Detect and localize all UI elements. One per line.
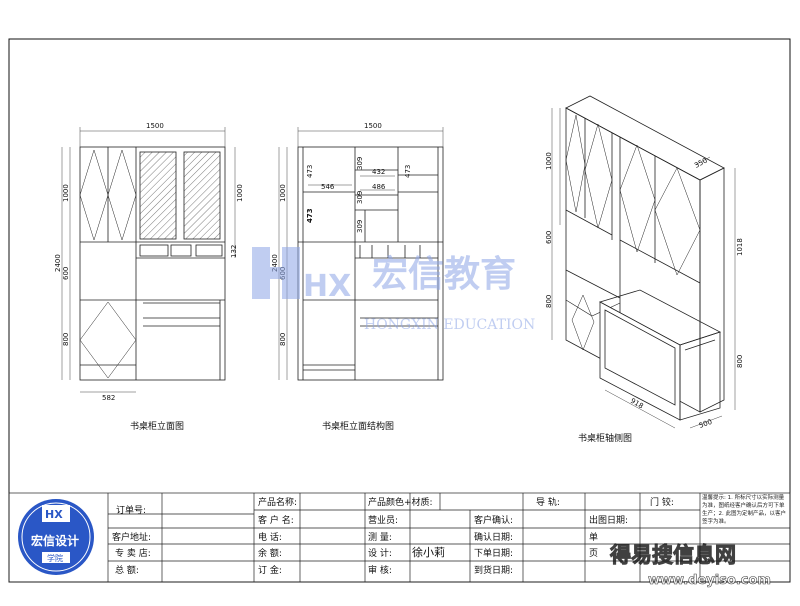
tb-customer-name: 客 户 名: — [258, 514, 294, 526]
structure-dim-f: 486 — [372, 183, 386, 191]
tb-customer-confirm: 客户确认: — [474, 514, 513, 526]
front-dimensions — [61, 127, 236, 393]
tb-order-date: 下单日期: — [474, 547, 513, 559]
tb-confirm-date: 确认日期: — [474, 531, 513, 543]
tb-guide: 导 轨: — [536, 496, 560, 508]
tb-phone: 电 话: — [258, 531, 282, 543]
structure-dim-d: 473 — [404, 165, 412, 178]
title-block-grid — [8, 492, 791, 583]
isometric-view — [565, 95, 725, 421]
iso-desk-depth-label: 500 — [698, 418, 713, 430]
tb-page: 页 — [589, 548, 598, 559]
tb-salesperson: 营业员: — [368, 514, 398, 526]
structure-dim-e: 546 — [321, 183, 335, 191]
svg-text:宏信教育: 宏信教育 — [372, 254, 516, 295]
tb-total: 总 额: — [115, 564, 139, 576]
structure-width-label: 1500 — [364, 122, 382, 130]
iso-low-height-label: 800 — [545, 295, 553, 308]
front-bottom-label: 582 — [102, 394, 115, 402]
front-right-height-label: 1000 — [236, 184, 244, 202]
iso-side-height-label: 1018 — [736, 238, 744, 256]
tb-notes: 温馨提示: 1. 所标尺寸以实际测量为准，图纸经客户确认后方可下单生产；2. 此… — [702, 495, 786, 525]
structure-total-height-label: 2400 — [271, 254, 279, 272]
structure-dim-c: 432 — [372, 168, 385, 176]
tb-hinge: 门 铰: — [650, 496, 674, 508]
tb-order-no: 订单号: — [116, 504, 146, 516]
svg-text:宏信设计: 宏信设计 — [31, 533, 79, 548]
front-upper-height-label: 1000 — [62, 184, 70, 202]
tb-design: 设 计: — [368, 547, 392, 559]
structure-dim-g: 309 — [356, 191, 364, 204]
tb-deposit: 订 金: — [258, 564, 282, 576]
tb-store: 专 卖 店: — [115, 547, 151, 559]
svg-text:得易搜信息网: 得易搜信息网 — [609, 543, 736, 567]
svg-text:HX: HX — [303, 269, 351, 304]
structure-dim-i: 309 — [356, 220, 364, 233]
tb-arrival-date: 到货日期: — [474, 564, 513, 576]
tb-drawing-date: 出图日期: — [589, 514, 628, 526]
svg-text:HX: HX — [45, 508, 63, 521]
structure-upper-height-label: 1000 — [279, 184, 287, 202]
iso-dimensions — [551, 108, 736, 429]
structure-elevation — [297, 146, 444, 381]
iso-mid-height-label: 600 — [545, 231, 553, 244]
svg-text:HONGXIN EDUCATION: HONGXIN EDUCATION — [364, 317, 535, 333]
tb-customer-addr: 客户地址: — [112, 531, 151, 543]
front-low-height-label: 800 — [62, 333, 70, 346]
svg-text:学院: 学院 — [47, 553, 63, 563]
front-mid-height-label: 600 — [62, 267, 70, 280]
front-elevation — [79, 146, 226, 381]
iso-desk-height-label: 800 — [736, 355, 744, 368]
tb-review: 审 核: — [368, 564, 392, 576]
front-width-label: 1500 — [146, 122, 164, 130]
tb-product-name: 产品名称: — [258, 496, 297, 508]
deyiso-watermark: 得易搜信息网 www.deyiso.com — [609, 543, 772, 589]
hongxin-logo: HX 宏信设计 学院 — [18, 499, 94, 575]
iso-caption: 书桌柜轴侧图 — [578, 432, 632, 444]
front-gap-label: 132 — [230, 245, 238, 258]
front-total-height-label: 2400 — [54, 254, 62, 272]
structure-dim-h: 473 — [306, 208, 314, 223]
tb-color-material: 产品颜色+材质: — [368, 496, 433, 508]
tb-designer-name: 徐小莉 — [412, 545, 445, 559]
svg-text:www.deyiso.com: www.deyiso.com — [648, 573, 771, 588]
structure-low-height-label: 800 — [279, 333, 287, 346]
tb-measure: 测 量: — [368, 532, 392, 543]
structure-caption: 书桌柜立面结构图 — [322, 420, 394, 432]
hongxin-watermark: HX 宏信教育 HONGXIN EDUCATION — [252, 247, 535, 333]
tb-single: 单 — [589, 531, 598, 543]
structure-dim-a: 473 — [306, 165, 314, 178]
structure-dim-b: 309 — [356, 157, 364, 170]
iso-upper-height-label: 1000 — [545, 152, 553, 170]
front-caption: 书桌柜立面图 — [130, 420, 184, 432]
tb-balance: 余 额: — [258, 547, 282, 559]
